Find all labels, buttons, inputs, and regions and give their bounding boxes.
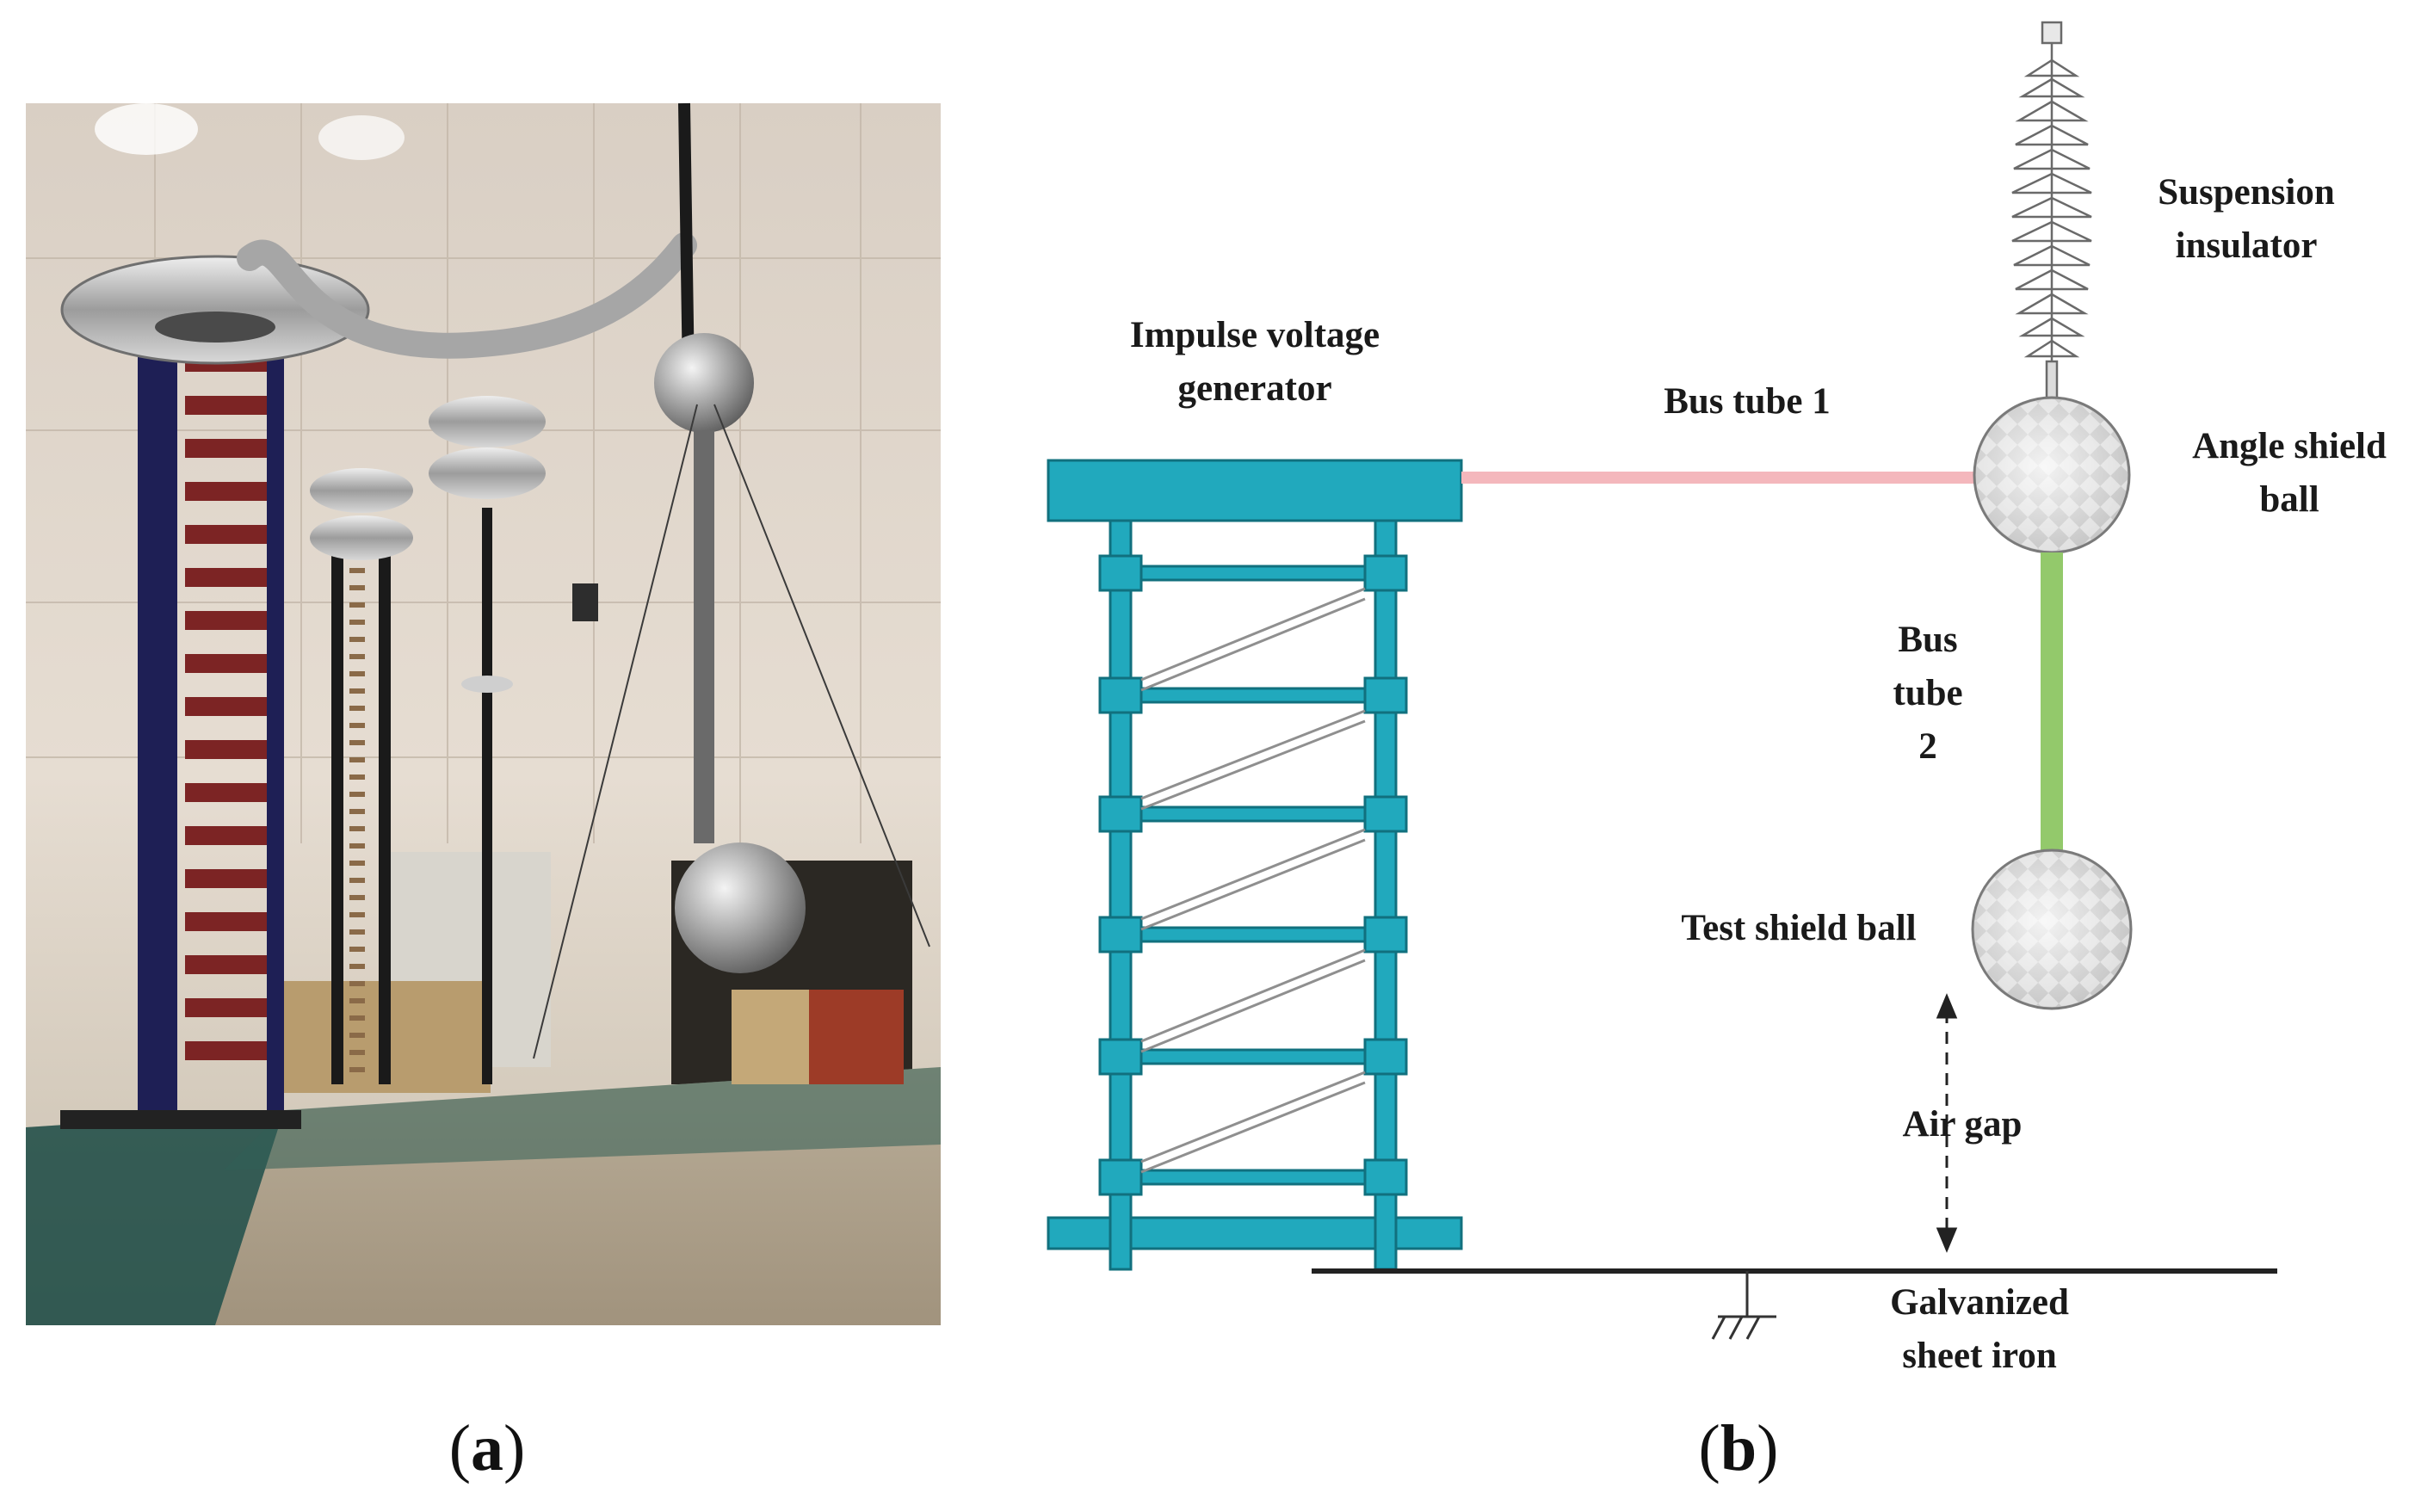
photo-vertical-bus	[694, 430, 714, 843]
suspension-insulator	[2011, 21, 2092, 401]
caption-b: (b)	[1652, 1411, 1825, 1486]
label-test-shield-ball: Test shield ball	[1681, 908, 1917, 948]
generator-base	[60, 1110, 301, 1129]
label-suspension-insulator: Suspension insulator	[2158, 172, 2335, 266]
ceiling-light	[318, 115, 405, 160]
label-galvanized-sheet-iron: Galvanized sheet iron	[1890, 1282, 2069, 1376]
caption-a-close: )	[503, 1412, 526, 1484]
divider-column-center	[482, 508, 492, 1084]
generator-top-plate	[1047, 459, 1463, 522]
generator-top-torus-hole	[155, 312, 275, 343]
label-air-gap: Air gap	[1902, 1104, 2023, 1145]
guy-wire	[533, 404, 698, 1059]
label-bus-tube-1: Bus tube 1	[1664, 381, 1831, 422]
caption-b-close: )	[1757, 1412, 1779, 1484]
generator-left-post	[1109, 519, 1133, 1271]
caption-a-open: (	[448, 1412, 471, 1484]
wall-vent	[572, 583, 598, 621]
caption-a: (a)	[401, 1411, 573, 1486]
divider-torus	[310, 468, 413, 513]
divider-column-left	[379, 551, 391, 1084]
divider-torus	[429, 396, 546, 447]
ground-symbol	[1711, 1271, 1776, 1340]
air-gap-arrow	[1936, 993, 1958, 1253]
angle-shield-ball	[1973, 396, 2131, 554]
label-angle-shield-ball: Angle shield ball	[2192, 426, 2387, 520]
caption-b-letter: b	[1720, 1412, 1757, 1484]
label-impulse-voltage-generator: Impulse voltage generator	[1129, 315, 1380, 409]
label-bus-tube-2: Bus tube 2	[1893, 620, 1963, 767]
caption-b-open: (	[1698, 1412, 1720, 1484]
bus-tube-2	[2041, 552, 2063, 852]
generator-column-left-post	[138, 340, 177, 1114]
test-shield-ball	[1971, 849, 2133, 1010]
generator-column-right-post	[267, 340, 284, 1114]
floor-crates	[732, 990, 818, 1084]
generator-right-post	[1374, 519, 1398, 1271]
divider-torus	[429, 447, 546, 499]
divider-mid-ring	[461, 676, 513, 693]
generator-diagonal-resistors	[1140, 587, 1366, 1174]
schematic-panel	[1047, 21, 2277, 1340]
bus-tube-1	[1461, 472, 1978, 484]
photo-test-shield-ball	[675, 842, 806, 973]
impulse-voltage-generator	[1047, 459, 1463, 1271]
photo-upper-shield-ball	[654, 333, 754, 433]
floor-reflection-water	[26, 1110, 284, 1325]
caption-a-letter: a	[471, 1412, 503, 1484]
generator-stage-nodes	[1098, 554, 1408, 1196]
divider-torus	[310, 515, 413, 560]
generator-column-stages	[185, 353, 267, 1060]
photo-panel	[26, 102, 941, 1325]
flexible-conductor	[237, 232, 697, 359]
floor-cabinet	[809, 990, 904, 1084]
floor-reflection-water	[224, 1067, 941, 1170]
ceiling-suspension-rope	[678, 102, 695, 380]
guy-wire	[713, 404, 930, 947]
ceiling-light	[95, 103, 198, 155]
divider-column-left	[331, 551, 343, 1084]
